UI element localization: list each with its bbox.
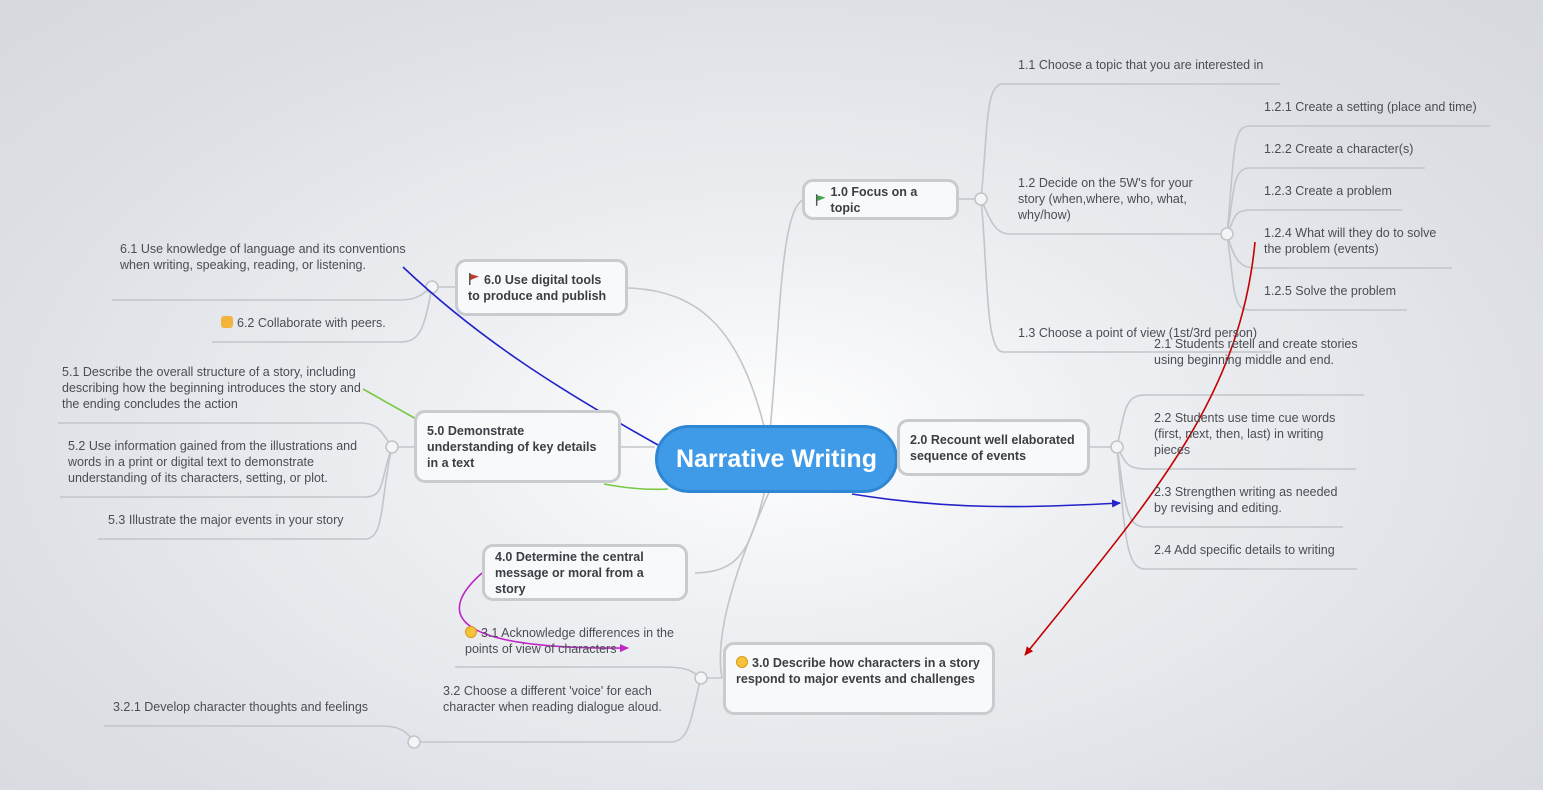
topic-3-label: 3.0 Describe how characters in a story r… xyxy=(736,656,980,686)
junction-5 xyxy=(385,440,399,454)
connector-3-2 xyxy=(414,677,702,743)
connector-6-1 xyxy=(112,286,433,301)
subtopic-3-1-label: 3.1 Acknowledge differences in the point… xyxy=(465,626,674,656)
relationship-blue-root-2 xyxy=(851,493,1121,508)
junction-6 xyxy=(425,280,439,294)
connector-5-3 xyxy=(98,446,393,540)
subtopic-1-2-1[interactable]: 1.2.1 Create a setting (place and time) xyxy=(1264,100,1477,114)
connector-12-4 xyxy=(1226,233,1452,269)
connector-12-1 xyxy=(1226,125,1490,235)
red-flag-icon xyxy=(469,272,479,285)
connector-root-3 xyxy=(719,489,771,679)
topic-4-label: 4.0 Determine the central message or mor… xyxy=(495,549,644,596)
connector-1-2 xyxy=(980,198,1227,235)
topic-6-digital-tools[interactable]: 6.0 Use digital tools to produce and pub… xyxy=(455,259,628,316)
topic-3-describe-characters[interactable]: 3.0 Describe how characters in a story r… xyxy=(723,642,995,715)
connector-2-4 xyxy=(1116,446,1357,570)
subtopic-2-4[interactable]: 2.4 Add specific details to writing xyxy=(1154,543,1335,557)
subtopic-2-2[interactable]: 2.2 Students use time cue words (first, … xyxy=(1154,411,1336,457)
connector-12-5 xyxy=(1226,233,1407,311)
topic-6-label: 6.0 Use digital tools to produce and pub… xyxy=(468,272,607,303)
connector-1-3 xyxy=(980,198,1272,353)
topic-1-label: 1.0 Focus on a topic xyxy=(830,184,918,215)
subtopic-2-1[interactable]: 2.1 Students retell and create stories u… xyxy=(1154,337,1358,367)
neutral-face-icon xyxy=(465,626,477,638)
connector-12-2 xyxy=(1226,167,1425,235)
subtopic-6-2[interactable]: 6.2 Collaborate with peers. xyxy=(221,315,411,331)
subtopic-5-3[interactable]: 5.3 Illustrate the major events in your … xyxy=(108,513,344,527)
junction-1-2 xyxy=(1220,227,1234,241)
subtopic-2-3[interactable]: 2.3 Strengthen writing as needed by revi… xyxy=(1154,485,1338,515)
junction-1 xyxy=(974,192,988,206)
topic-5-key-details[interactable]: 5.0 Demonstrate understanding of key det… xyxy=(414,410,621,483)
neutral-face-icon xyxy=(736,656,748,668)
connector-6-2 xyxy=(212,286,433,343)
connector-root-4 xyxy=(694,489,766,574)
subtopic-1-2-3[interactable]: 1.2.3 Create a problem xyxy=(1264,184,1392,198)
subtopic-1-1[interactable]: 1.1 Choose a topic that you are interest… xyxy=(1018,58,1264,72)
topic-1-focus-on-topic[interactable]: 1.0 Focus on a topic xyxy=(802,179,959,220)
subtopic-1-2-5[interactable]: 1.2.5 Solve the problem xyxy=(1264,284,1397,298)
subtopic-3-1[interactable]: 3.1 Acknowledge differences in the point… xyxy=(465,625,680,657)
connector-32-1 xyxy=(104,725,415,743)
subtopic-6-1[interactable]: 6.1 Use knowledge of language and its co… xyxy=(120,242,406,272)
subtopic-1-3[interactable]: 1.3 Choose a point of view (1st/3rd pers… xyxy=(1018,326,1258,340)
subtopic-5-2[interactable]: 5.2 Use information gained from the illu… xyxy=(68,439,358,485)
junction-3 xyxy=(694,671,708,685)
subtopic-1-2-2[interactable]: 1.2.2 Create a character(s) xyxy=(1264,142,1414,156)
connector-3-1 xyxy=(455,666,702,679)
subtopic-1-2[interactable]: 1.2 Decide on the 5W's for your story (w… xyxy=(1018,176,1193,222)
junction-2 xyxy=(1110,440,1124,454)
junction-3-2 xyxy=(407,735,421,749)
relationship-magenta-4-31 xyxy=(458,572,629,653)
subtopic-3-2[interactable]: 3.2 Choose a different 'voice' for each … xyxy=(443,684,662,714)
connector-root-6 xyxy=(626,287,766,431)
topic-2-label: 2.0 Recount well elaborated sequence of … xyxy=(910,432,1075,463)
subtopic-1-2-4[interactable]: 1.2.4 What will they do to solve the pro… xyxy=(1264,226,1437,256)
connector-2-1 xyxy=(1116,394,1364,448)
connector-5-2 xyxy=(60,446,393,498)
subtopic-5-1[interactable]: 5.1 Describe the overall structure of a … xyxy=(62,365,361,411)
central-topic-label: Narrative Writing xyxy=(676,444,877,473)
relationship-red-124-3 xyxy=(1024,241,1256,656)
central-topic[interactable]: Narrative Writing xyxy=(655,425,898,493)
relationship-green-51 xyxy=(362,388,419,421)
subtopic-3-2-1[interactable]: 3.2.1 Develop character thoughts and fee… xyxy=(113,700,369,714)
connector-2-3 xyxy=(1116,446,1343,528)
connector-root-1 xyxy=(769,199,804,431)
handshake-icon xyxy=(221,316,233,328)
relationship-green-5-root xyxy=(603,483,669,491)
green-flag-icon xyxy=(815,193,826,206)
topic-4-central-message[interactable]: 4.0 Determine the central message or mor… xyxy=(482,544,688,601)
topic-5-label: 5.0 Demonstrate understanding of key det… xyxy=(427,423,597,470)
subtopic-6-2-label: 6.2 Collaborate with peers. xyxy=(237,316,386,330)
connector-1-1 xyxy=(980,83,1280,200)
topic-2-recount-events[interactable]: 2.0 Recount well elaborated sequence of … xyxy=(897,419,1090,476)
